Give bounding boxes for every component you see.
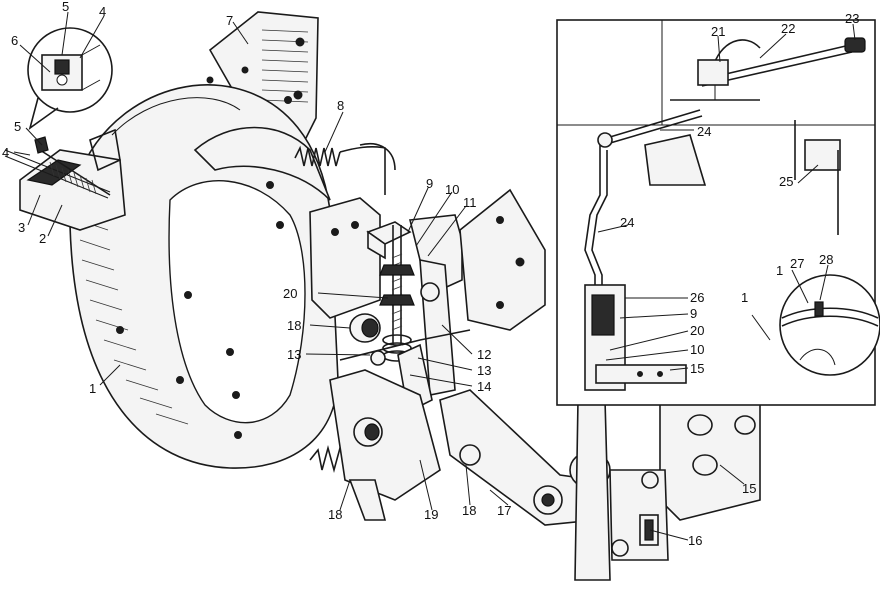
label-13-right: 13 [477,363,491,378]
brake-drum [69,76,339,469]
label-9-inset: 9 [690,306,697,321]
right-frame [574,399,761,581]
label-24-top: 24 [697,124,711,139]
label-18-top: 18 [287,318,301,333]
label-4-inset: 4 [99,4,106,19]
label-8: 8 [337,98,344,113]
label-2: 2 [39,231,46,246]
upper-spring [294,143,396,195]
label-7: 7 [226,13,233,28]
label-9: 9 [426,176,433,191]
central-mechanism [309,188,546,433]
label-15-inset: 15 [690,361,704,376]
inset-bolt-detail [27,27,113,130]
label-26: 26 [690,290,704,305]
callout-labels: 5 4 6 7 8 5 4 3 2 1 9 10 11 20 18 13 12 … [2,0,859,548]
label-28: 28 [819,252,833,267]
label-17: 17 [497,503,511,518]
label-18-bottom-left: 18 [328,507,342,522]
label-18-bottom: 18 [462,503,476,518]
label-6: 6 [11,33,18,48]
label-5-inset: 5 [62,0,69,14]
inset-control-panel [556,19,880,406]
label-20-inset: 20 [690,323,704,338]
label-5: 5 [14,119,21,134]
label-4: 4 [2,145,9,160]
label-15-bottom: 15 [742,481,756,496]
label-11: 11 [463,195,477,210]
left-clamp [4,128,126,231]
label-12: 12 [477,347,491,362]
label-16: 16 [688,533,702,548]
label-20: 20 [283,286,297,301]
label-22: 22 [781,21,795,36]
label-25: 25 [779,174,793,189]
label-1-inset: 1 [776,263,783,278]
label-27: 27 [790,256,804,271]
label-19: 19 [424,507,438,522]
label-1-side: 1 [741,290,748,305]
label-1: 1 [89,381,96,396]
label-3: 3 [18,220,25,235]
label-23: 23 [845,11,859,26]
label-24-mid: 24 [620,215,634,230]
label-13-left: 13 [287,347,301,362]
label-21: 21 [711,24,725,39]
label-14: 14 [477,379,491,394]
label-10: 10 [445,182,459,197]
leader-lines [13,11,856,541]
label-10-inset: 10 [690,342,704,357]
